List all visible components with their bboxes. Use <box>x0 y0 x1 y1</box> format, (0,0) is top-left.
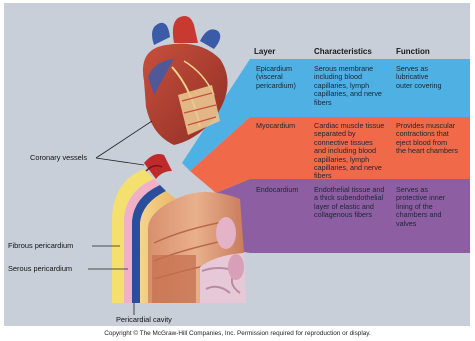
endocardium-characteristics: Endothelial tissue and a thick subendoth… <box>314 186 384 220</box>
label-fibrous-pericardium: Fibrous pericardium <box>8 241 73 250</box>
label-pericardial-cavity: Pericardial cavity <box>116 315 172 324</box>
diagram-panel: Layer Characteristics Function Epicardiu… <box>4 3 470 326</box>
header-layer: Layer <box>254 47 275 56</box>
myocardium-layer-name: Myocardium <box>256 122 295 130</box>
copyright-notice: Copyright © The McGraw-Hill Companies, I… <box>0 330 475 337</box>
header-function: Function <box>396 47 430 56</box>
label-coronary-vessels: Coronary vessels <box>30 153 87 162</box>
endocardium-function: Serves as protective inner lining of the… <box>396 186 445 228</box>
epicardium-function: Serves as lubricative outer covering <box>396 65 442 90</box>
myocardium-function: Provides muscular contractions that ejec… <box>396 122 458 156</box>
myocardium-characteristics: Cardiac muscle tissue separated by conne… <box>314 122 384 181</box>
epicardium-layer-name: Epicardium (visceral pericardium) <box>256 65 296 90</box>
label-serous-pericardium: Serous pericardium <box>8 264 72 273</box>
epicardium-characteristics: Serous membrane including blood capillar… <box>314 65 382 107</box>
header-characteristics: Characteristics <box>314 47 372 56</box>
endocardium-layer-name: Endocardium <box>256 186 298 194</box>
